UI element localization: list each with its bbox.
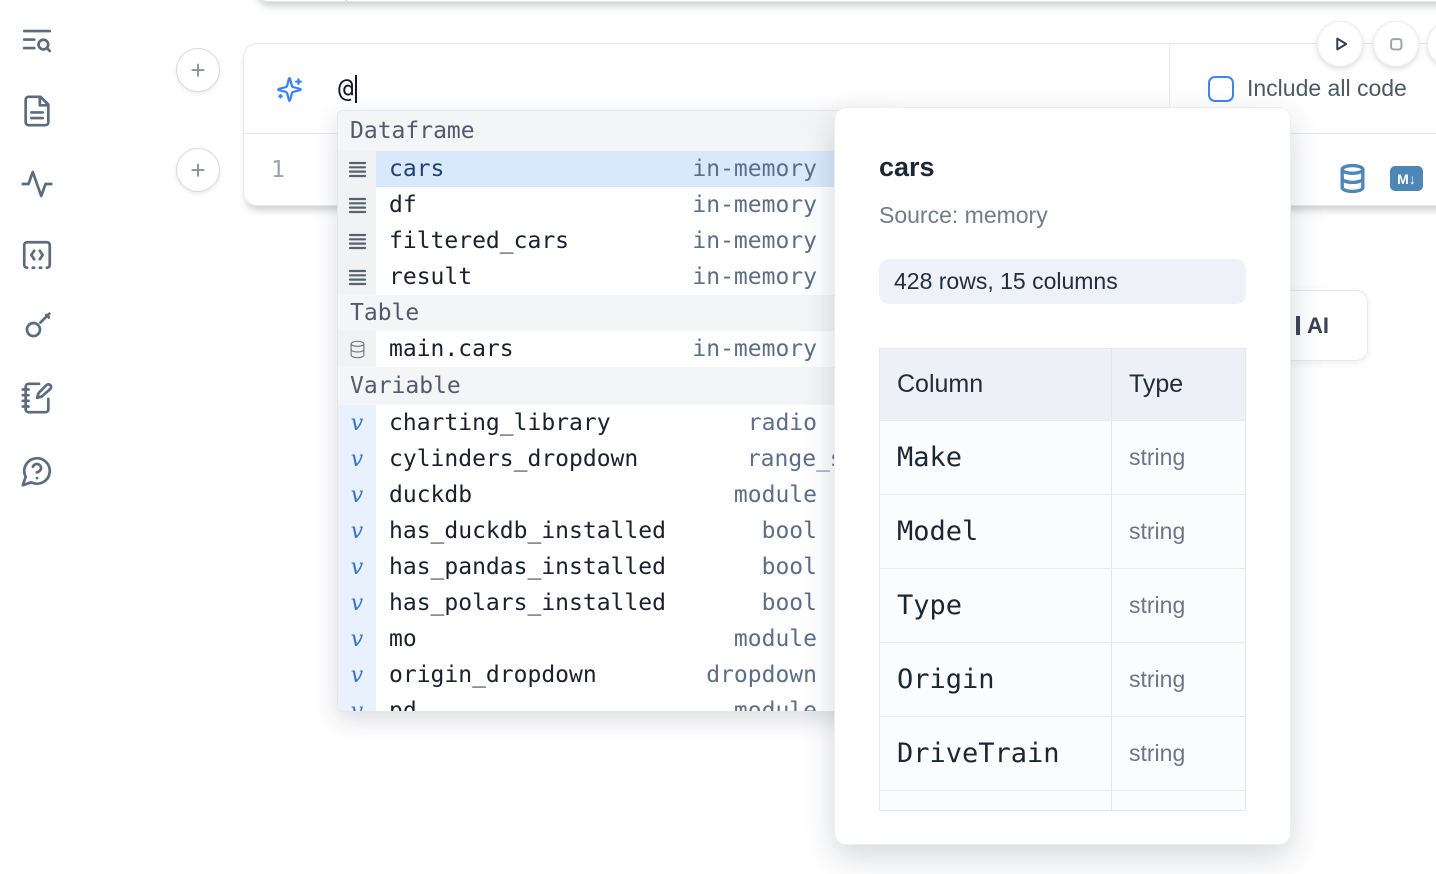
preview-title: cars xyxy=(879,152,935,182)
variable-icon: v xyxy=(338,621,376,657)
autocomplete-item-filtered-cars[interactable]: filtered_cars in-memory xyxy=(338,223,896,259)
help-chat-icon[interactable] xyxy=(18,452,56,490)
column-header: Column xyxy=(897,370,984,398)
line-number: 1 xyxy=(271,157,285,183)
sparkles-ai-icon xyxy=(276,76,303,108)
table-of-contents-search-icon[interactable] xyxy=(18,22,56,60)
include-all-code-control: Include all code xyxy=(1208,44,1407,133)
dataframe-icon xyxy=(338,223,376,259)
autocomplete-item-origin-dropdown[interactable]: v origin_dropdown dropdown xyxy=(338,657,896,693)
autocomplete-item-pd[interactable]: v pd module xyxy=(338,693,896,711)
type-header: Type xyxy=(1129,370,1184,398)
preview-shape-badge: 428 rows, 15 columns xyxy=(879,259,1246,304)
autocomplete-item-cars[interactable]: cars in-memory xyxy=(338,151,896,187)
variable-icon: v xyxy=(338,477,376,513)
activity-icon[interactable] xyxy=(18,165,56,203)
variable-icon: v xyxy=(338,405,376,441)
file-text-icon[interactable] xyxy=(18,92,56,130)
ai-prompt-row: @ Include all code xyxy=(244,44,1436,133)
ai-prompt-input[interactable]: @ xyxy=(338,44,357,133)
dataframe-icon xyxy=(338,187,376,223)
autocomplete-item-df[interactable]: df in-memory xyxy=(338,187,896,223)
table-row: Model string xyxy=(880,495,1245,569)
table-row: DriveTrain string xyxy=(880,717,1245,791)
code-snippets-icon[interactable] xyxy=(18,236,56,274)
autocomplete-item-charting-library[interactable]: v charting_library radio xyxy=(338,405,896,441)
previous-cell-divider-remnant xyxy=(345,0,347,4)
autocomplete-item-main-cars[interactable]: main.cars in-memory xyxy=(338,331,896,367)
dataframe-preview-panel: cars Source: memory 428 rows, 15 columns… xyxy=(834,107,1291,845)
stop-icon xyxy=(1390,38,1403,51)
table-database-icon xyxy=(338,331,376,367)
table-row: Type string xyxy=(880,569,1245,643)
autocomplete-item-has-duckdb-installed[interactable]: v has_duckdb_installed bool xyxy=(338,513,896,549)
section-header-table: Table xyxy=(338,295,896,331)
autocomplete-item-has-pandas-installed[interactable]: v has_pandas_installed bool xyxy=(338,549,896,585)
autocomplete-dropdown: Dataframe cars in-memory df in-memory fi… xyxy=(337,110,897,712)
key-icon[interactable] xyxy=(18,307,56,345)
ai-prompt-value: @ xyxy=(338,73,354,104)
markdown-icon[interactable]: M↓ xyxy=(1390,166,1423,191)
variable-icon: v xyxy=(338,657,376,693)
variable-icon: v xyxy=(338,441,376,477)
variable-icon: v xyxy=(338,585,376,621)
table-header-row: Column Type xyxy=(880,349,1245,421)
code-editor-row[interactable]: 1 M↓ xyxy=(244,134,1436,206)
previous-cell-partial xyxy=(255,0,1436,2)
section-header-variable: Variable xyxy=(338,367,896,405)
dataframe-icon xyxy=(338,151,376,187)
notebook-pen-icon[interactable] xyxy=(18,379,56,417)
database-icon[interactable] xyxy=(1337,162,1368,200)
autocomplete-item-has-polars-installed[interactable]: v has_polars_installed bool xyxy=(338,585,896,621)
run-cell-button[interactable] xyxy=(1317,21,1363,67)
include-all-code-checkbox[interactable] xyxy=(1208,75,1234,102)
clipped-label-fragment xyxy=(1296,316,1300,335)
ai-button-label: AI xyxy=(1307,312,1329,338)
text-cursor xyxy=(354,74,357,103)
stop-cell-button[interactable] xyxy=(1373,21,1419,67)
add-cell-above-button[interactable]: + xyxy=(176,48,220,92)
preview-columns-table: Column Type Make string Model string Typ… xyxy=(879,348,1246,811)
sidebar xyxy=(0,0,72,874)
preview-source: Source: memory xyxy=(879,202,1048,228)
table-row: Make string xyxy=(880,421,1245,495)
plus-icon: + xyxy=(190,54,206,85)
section-header-dataframe: Dataframe xyxy=(338,111,896,151)
add-cell-below-button[interactable]: + xyxy=(176,148,220,192)
variable-icon: v xyxy=(338,693,376,711)
table-row-clipped xyxy=(880,791,1245,810)
plus-icon: + xyxy=(190,154,206,185)
play-icon xyxy=(1336,37,1348,51)
variable-icon: v xyxy=(338,513,376,549)
variable-icon: v xyxy=(338,549,376,585)
include-all-code-label: Include all code xyxy=(1247,75,1407,101)
table-row: Origin string xyxy=(880,643,1245,717)
autocomplete-item-cylinders-dropdown[interactable]: v cylinders_dropdown range_slider xyxy=(338,441,896,477)
autocomplete-item-duckdb[interactable]: v duckdb module xyxy=(338,477,896,513)
autocomplete-item-result[interactable]: result in-memory xyxy=(338,259,896,295)
autocomplete-item-mo[interactable]: v mo module xyxy=(338,621,896,657)
prompt-divider xyxy=(1169,44,1170,133)
dataframe-icon xyxy=(338,259,376,295)
